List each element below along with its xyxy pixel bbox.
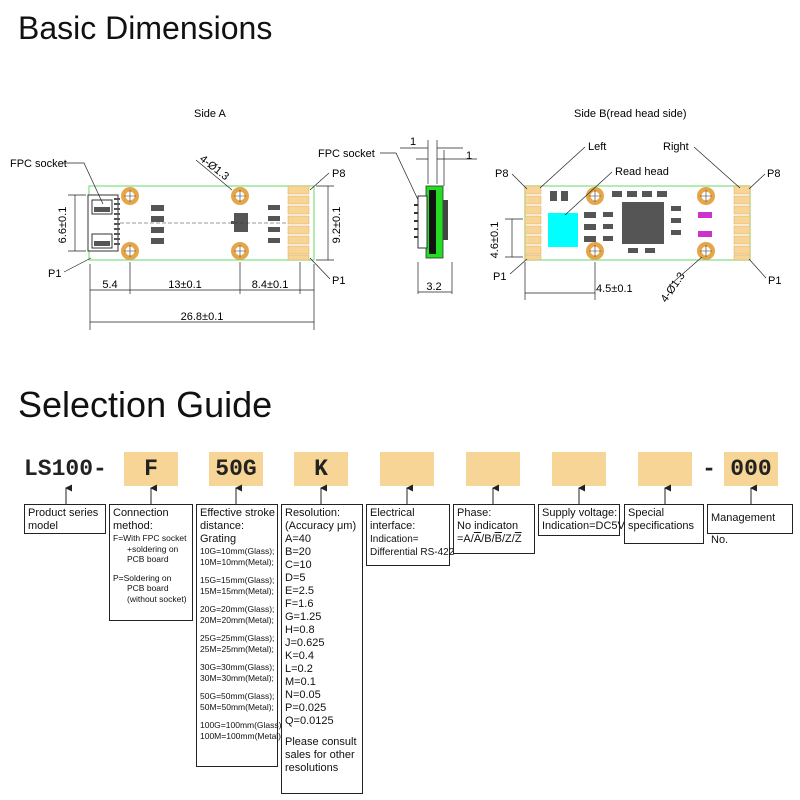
side-a-fpc-socket-label: FPC socket [10,158,67,170]
side-b-hole-label: 4-Ø1.3 [659,270,688,304]
side-a-p1-left-label: P1 [48,268,61,280]
code-dash: - [702,456,716,482]
side-a-dim-height: 6.6±0.1 [57,207,69,244]
desc-effective-stroke: Effective stroke distance: Grating 10G=1… [196,504,284,767]
title-selection-guide: Selection Guide [18,384,273,425]
desc-resolution: Resolution: (Accuracy μm) A=40 B=20 C=10… [281,504,363,794]
side-b-p8-right-label: P8 [767,168,780,180]
side-b-left-label: Left [588,141,606,153]
side-view-dim-width: 3.2 [426,281,441,293]
desc-electrical-interface: Electrical interface: Indication= Differ… [366,504,454,566]
side-a-dim-c: 8.4±0.1 [252,279,289,291]
side-view-dim-top1: 1 [410,136,416,148]
code-box-stroke: 50G [209,452,263,486]
dimension-drawings: Side A FPC socket 4-Ø1.3 P8 [10,108,781,330]
code-box-electrical [380,452,434,486]
desc-special-specifications: Special specifications [624,504,704,544]
phase-signals: =A/A/B/B/Z/Z [457,533,522,545]
side-b-p1-right-label: P1 [768,275,781,287]
read-head [548,213,578,247]
side-a-dim-b: 13±0.1 [168,279,202,291]
desc-supply-voltage: Supply voltage: Indication=DC5V [538,504,625,536]
side-b-dim-len: 4.5±0.1 [596,283,633,295]
code-box-voltage [552,452,606,486]
side-a-board [87,185,315,261]
side-b-dim-height: 4.6±0.1 [489,222,501,259]
side-view-fpc-socket-label: FPC socket [318,148,375,160]
side-a-label: Side A [194,108,226,120]
side-b-board [524,185,751,261]
code-box-phase [466,452,520,486]
side-a-dim-pitch: 9.2±0.1 [331,207,343,244]
side-a-p8-label: P8 [332,168,345,180]
desc-phase: Phase: No indicaton =A/A/B/B/Z/Z [453,504,535,554]
code-prefix: LS100- [24,456,107,482]
side-b-right-label: Right [663,141,689,153]
side-b-p8-left-label: P8 [495,168,508,180]
side-a-dim-total: 26.8±0.1 [181,311,224,323]
title-basic-dimensions: Basic Dimensions [18,10,273,46]
code-box-resolution: K [294,452,348,486]
code-box-special [638,452,692,486]
desc-connection-method: Connection method: F=With FPC socket +so… [109,504,193,621]
side-a-p1-right-label: P1 [332,275,345,287]
code-box-management: 000 [724,452,778,486]
code-box-connection: F [124,452,178,486]
desc-product-series: Product series model [24,504,106,534]
side-a-dim-a: 5.4 [102,279,117,291]
side-b-read-head-label: Read head [615,166,669,178]
side-b-label: Side B(read head side) [574,108,687,120]
side-a-hole-label: 4-Ø1.3 [197,153,231,183]
side-b-p1-left-label: P1 [493,271,506,283]
side-view-board [414,185,448,259]
connector-arrows [65,484,757,504]
side-view-dim-top2: 1 [466,150,472,162]
desc-management-no: Management No. [707,504,793,546]
